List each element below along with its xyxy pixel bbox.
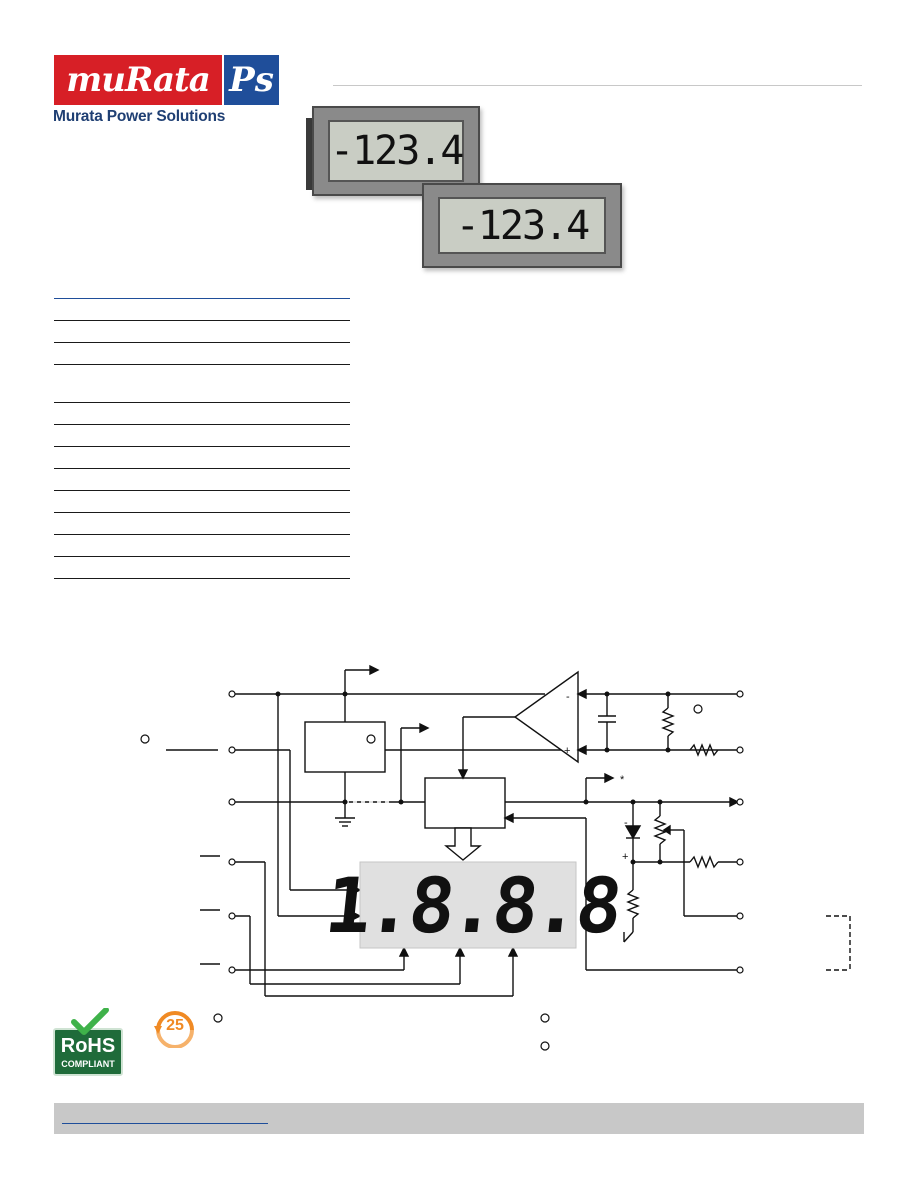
meter-side-pins: [306, 118, 314, 190]
eco-25-year-badge: 25: [150, 1008, 200, 1049]
schematic-lcd: [359, 861, 577, 949]
murata-logo-mark: muRata: [54, 55, 222, 105]
svg-text:*: *: [620, 774, 625, 786]
header-divider: [333, 85, 862, 86]
meter-lcd-window: -123.4: [328, 120, 465, 182]
rohs-compliant-badge: RoHS COMPLIANT: [53, 1028, 123, 1076]
feature-row-divider: [54, 556, 350, 557]
feature-list-top-rule: [54, 298, 350, 299]
svg-text:+: +: [564, 745, 570, 757]
feature-row-divider: [54, 342, 350, 343]
feature-list-bottom-rule: [54, 578, 350, 579]
feature-row-divider: [54, 468, 350, 469]
ps-logo-text: Ps: [229, 60, 274, 100]
meter-lcd-reading: -123.4: [330, 128, 465, 174]
panel-meter-photo-angled: -123.4: [312, 106, 480, 196]
feature-row-divider: [54, 364, 350, 365]
eco-cycle-icon: [154, 1011, 194, 1049]
feature-row-divider: [54, 490, 350, 491]
svg-text:-: -: [566, 691, 570, 703]
schematic-lcd-digits: 1.8.8.8: [321, 860, 623, 950]
panel-meter-photo-front: -123.4: [422, 183, 622, 268]
svg-text:+: +: [622, 851, 628, 863]
eco-years-text: 25: [166, 1017, 184, 1034]
feature-row-divider: [54, 320, 350, 321]
murata-logo-text: muRata: [66, 60, 211, 100]
feature-row-divider: [54, 534, 350, 535]
feature-row-divider: [54, 424, 350, 425]
meter-lcd-window: -123.4: [438, 197, 606, 254]
logo-tagline: Murata Power Solutions: [53, 108, 226, 125]
footer-bar: [54, 1103, 864, 1134]
ps-logo-mark: Ps: [224, 55, 279, 105]
rohs-check-icon: [71, 1008, 109, 1035]
rohs-badge-title: RoHS: [60, 1035, 116, 1057]
meter-lcd-reading: -123.4: [455, 202, 591, 249]
rohs-badge-subtitle: COMPLIANT: [61, 1059, 115, 1069]
feature-row-divider: [54, 512, 350, 513]
svg-text:-: -: [624, 817, 628, 829]
feature-row-divider: [54, 446, 350, 447]
feature-row-divider: [54, 402, 350, 403]
footer-web-link[interactable]: [62, 1123, 268, 1124]
